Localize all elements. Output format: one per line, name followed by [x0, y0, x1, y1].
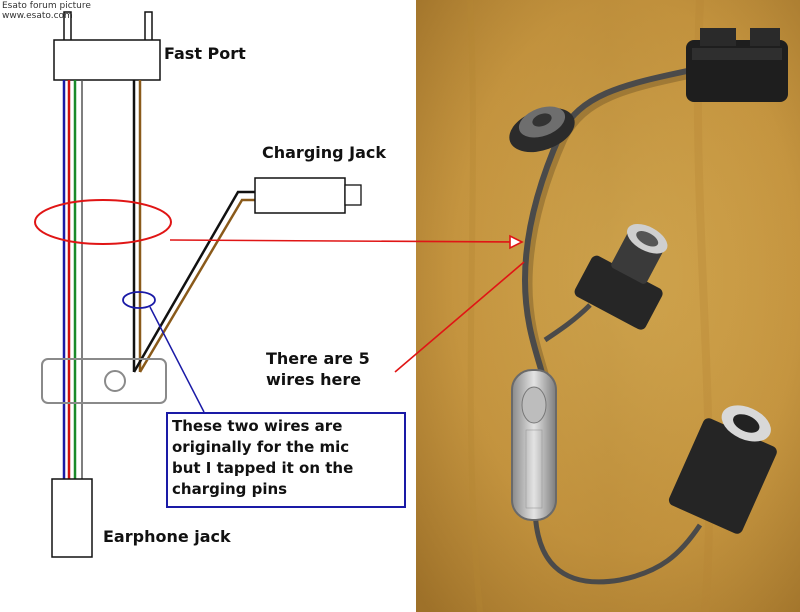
highlight-mic-wires: [122, 291, 156, 309]
remote-button: [104, 370, 126, 392]
label-earphone-jack: Earphone jack: [103, 527, 231, 546]
photo-remote: [511, 369, 557, 521]
highlight-five-wires: [34, 199, 172, 245]
fast-port-pin-right: [144, 11, 153, 43]
leader-mic-note: [149, 306, 205, 413]
wire-black-diagonal: [132, 190, 256, 373]
five-wires-line-2: wires here: [266, 370, 362, 389]
remote-outline: [41, 358, 167, 404]
mic-wires-note: These two wires are originally for the m…: [166, 412, 406, 508]
label-five-wires: There are 5 wires here: [266, 348, 370, 390]
watermark-line-2: www.esato.com: [2, 11, 73, 21]
pointer-line-to-photo: [169, 239, 513, 243]
photo-panel: [416, 0, 800, 612]
note-line-2: originally for the mic: [172, 438, 350, 456]
photo-cable-main: [521, 67, 693, 386]
pointer-line-five-wires: [394, 261, 525, 373]
photo-cable-lower: [532, 504, 703, 585]
charging-jack-tip: [344, 184, 362, 206]
five-wires-line-1: There are 5: [266, 349, 370, 368]
label-fast-port: Fast Port: [164, 44, 246, 63]
wire-brown-diagonal: [138, 198, 256, 373]
photo-cable-branch: [543, 303, 592, 343]
photo-fast-port-connector: [686, 28, 788, 102]
watermark-line-1: Esato forum picture: [2, 1, 91, 11]
note-line-1: These two wires are: [172, 417, 343, 435]
photo-rca-plug: [574, 223, 668, 330]
earphone-jack-body: [51, 478, 93, 558]
label-charging-jack: Charging Jack: [262, 143, 387, 162]
note-line-3: but I tapped it on the: [172, 459, 354, 477]
pointer-arrowhead: [509, 234, 524, 250]
photo-grommet: [509, 106, 575, 153]
photo-headphone-socket: [668, 405, 777, 534]
note-line-4: charging pins: [172, 480, 288, 498]
charging-jack-body: [254, 177, 346, 214]
fast-port-body: [53, 39, 161, 81]
watermark: Esato forum picture www.esato.com: [2, 1, 91, 21]
